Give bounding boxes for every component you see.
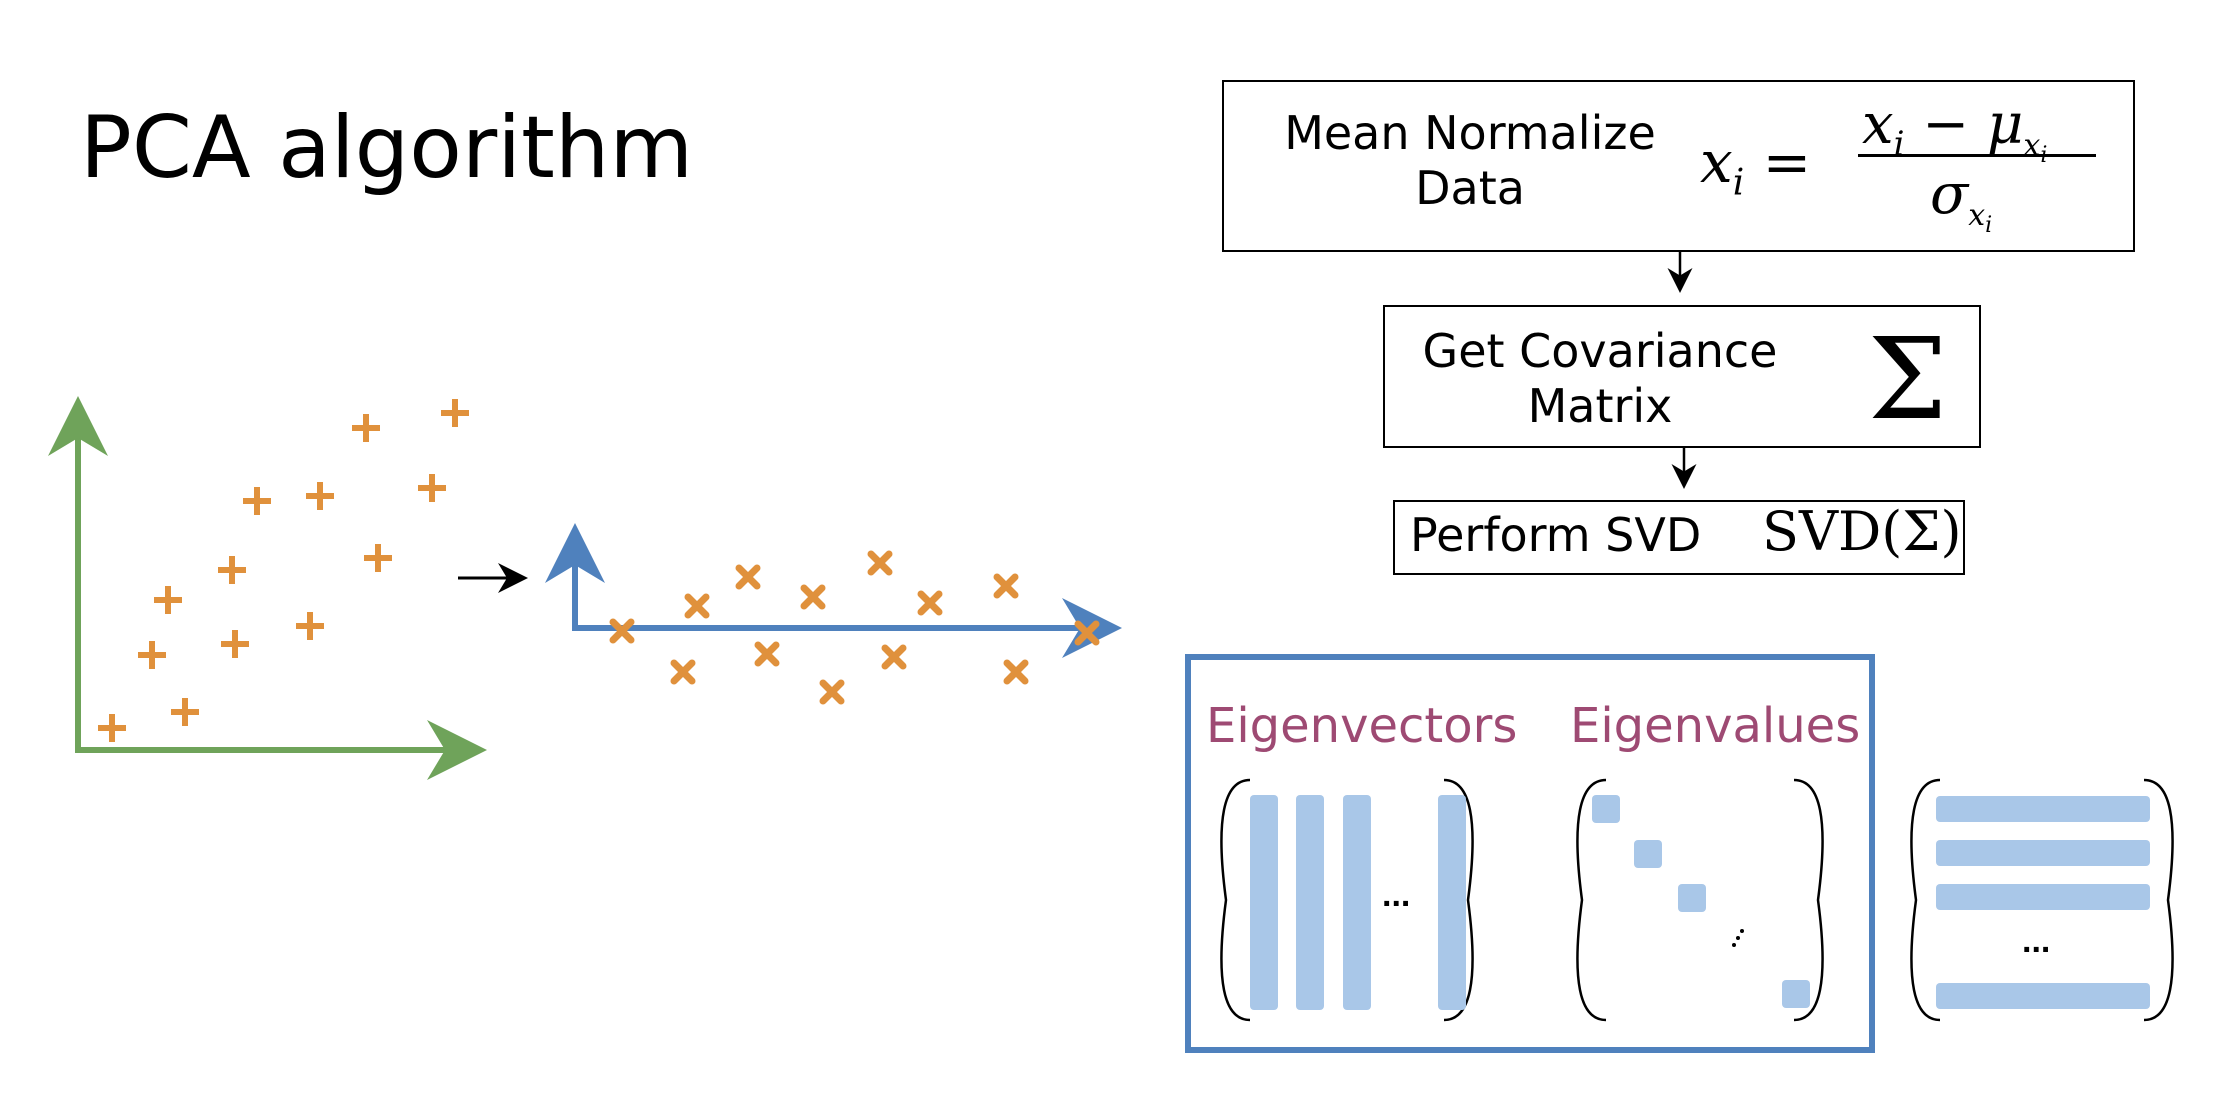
projected-axes: [545, 523, 1122, 658]
x-marker: [819, 679, 845, 705]
x-marker: [800, 584, 826, 610]
eigenvector-ellipsis: ...: [1382, 876, 1411, 914]
plus-marker: [138, 641, 166, 669]
plus-marker: [418, 474, 446, 502]
formula-denominator: σxi: [1930, 162, 1993, 239]
plus-marker: [221, 630, 249, 658]
diagonal-dot: [1736, 936, 1740, 940]
covariance-label-line2: Matrix: [1527, 379, 1673, 434]
eigenvector-bar: [1296, 795, 1324, 1010]
plus-marker: [296, 612, 324, 640]
transposed-bar: [1936, 884, 2150, 910]
svd-formula: SVD(Σ): [1762, 500, 1962, 563]
x-marker: [670, 659, 696, 685]
eigenvector-left-paren: [1220, 778, 1251, 1022]
covariance-label: Get Covariance Matrix: [1400, 324, 1800, 434]
eigenvalue-right-paren: [1793, 778, 1824, 1022]
eigenvalue-left-paren: [1576, 778, 1607, 1022]
sigma-symbol: Σ: [1868, 315, 1948, 445]
eigenvalue-matrix: [1576, 778, 1824, 1022]
transposed-right-paren: [2143, 778, 2174, 1022]
eigenvalues-label: Eigenvalues: [1570, 698, 1861, 754]
x-marker: [609, 618, 635, 644]
eigenvalue-cell: [1782, 980, 1810, 1008]
diagonal-dot: [1732, 943, 1736, 947]
plus-marker: [441, 399, 469, 427]
eigenvalue-cell: [1634, 840, 1662, 868]
covariance-label-line1: Get Covariance: [1422, 324, 1778, 378]
svd-label: Perform SVD: [1410, 508, 1702, 562]
page-title: PCA algorithm: [80, 98, 694, 198]
x-marker: [867, 550, 893, 576]
original-data-points: [98, 399, 469, 742]
diagonal-dot: [1740, 929, 1744, 933]
eigenvector-bar: [1438, 795, 1466, 1010]
x-marker: [754, 641, 780, 667]
x-marker: [684, 593, 710, 619]
mean-normalize-box: [1222, 80, 2135, 252]
plus-marker: [98, 714, 126, 742]
x-marker: [917, 590, 943, 616]
svd-box: [1393, 500, 1965, 575]
mean-normalize-label-line1: Mean Normalize: [1284, 106, 1656, 160]
x-marker: [735, 564, 761, 590]
mean-normalize-label: Mean Normalize Data: [1280, 106, 1660, 216]
x-marker: [993, 573, 1019, 599]
transposed-left-paren: [1910, 778, 1941, 1022]
eigenvector-bar: [1343, 795, 1371, 1010]
plus-marker: [154, 586, 182, 614]
transposed-bar: [1936, 983, 2150, 1009]
eigenvector-bar: [1250, 795, 1278, 1010]
plus-marker: [171, 698, 199, 726]
fraction-bar: [1858, 154, 2096, 157]
normalize-formula: xi = xi − μxi σxi: [1700, 92, 2100, 242]
x-marker: [1074, 620, 1100, 646]
formula-lhs: xi =: [1700, 128, 1812, 204]
eigenvector-matrix: [1220, 778, 1474, 1022]
transposed-matrix: [1910, 778, 2174, 1022]
projected-data-points: [609, 550, 1100, 705]
plus-marker: [364, 544, 392, 572]
mean-normalize-label-line2: Data: [1415, 161, 1525, 216]
transposed-bar: [1936, 840, 2150, 866]
eigenvalue-cell: [1592, 795, 1620, 823]
transposed-bar: [1936, 796, 2150, 822]
covariance-box: [1383, 305, 1981, 448]
x-marker: [1003, 659, 1029, 685]
plus-marker: [218, 556, 246, 584]
transposed-ellipsis: ...: [2022, 922, 2051, 960]
plus-marker: [243, 487, 271, 515]
original-axes: [48, 396, 487, 780]
eigen-frame: [1185, 654, 1875, 1053]
x-marker: [881, 644, 907, 670]
eigenvectors-label: Eigenvectors: [1206, 698, 1518, 754]
plus-marker: [306, 482, 334, 510]
plus-marker: [352, 414, 380, 442]
eigenvalue-cell: [1678, 884, 1706, 912]
